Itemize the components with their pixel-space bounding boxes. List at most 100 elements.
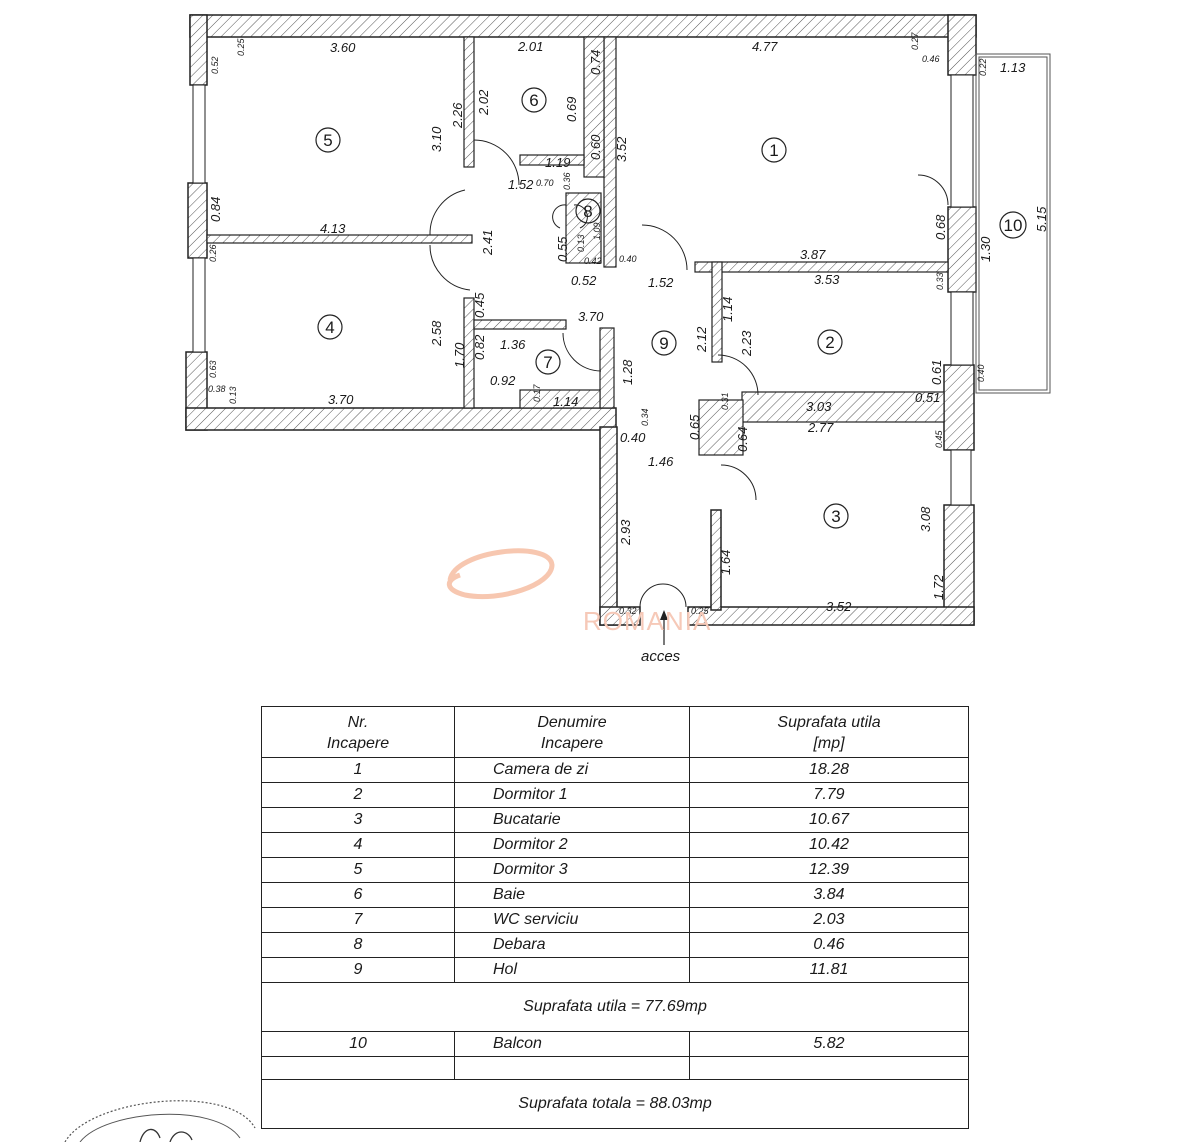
- dimension-label: 0.36: [562, 172, 572, 190]
- dimension-label: 3.53: [814, 272, 840, 287]
- dimension-label: 0.51: [915, 390, 940, 405]
- useful-total: Suprafata utila = 77.69mp: [261, 982, 969, 1032]
- dimension-label: 0.82: [472, 334, 487, 360]
- row-number: 6: [261, 882, 455, 908]
- floor-plan: 1 2 3 4 5 6 7 8 9 10 3.60 2.01 4.77 0.74…: [185, 14, 1051, 645]
- dimension-label: 0.38: [208, 384, 226, 394]
- room-number-4: 4: [325, 318, 334, 337]
- room-number-3: 3: [831, 507, 840, 526]
- row-area: 2.03: [689, 907, 969, 933]
- row-area: 11.81: [689, 957, 969, 983]
- interior-walls: [206, 36, 949, 456]
- room-number-2: 2: [825, 333, 834, 352]
- dimension-label: 0.25: [236, 37, 246, 56]
- row-area: 5.82: [689, 1031, 969, 1057]
- row-name: Balcon: [454, 1031, 690, 1057]
- dimension-label: 3.70: [578, 309, 604, 324]
- dimension-label: 0.68: [933, 214, 948, 240]
- dimension-label: 0.45: [472, 292, 487, 318]
- dimension-label: 1.19: [545, 155, 570, 170]
- row-name: Dormitor 3: [454, 857, 690, 883]
- dimension-label: 0.40: [619, 254, 637, 264]
- dimension-label: 1.14: [553, 394, 578, 409]
- dimension-label: 5.15: [1034, 206, 1049, 232]
- dimension-label: 0.45: [934, 429, 944, 448]
- dimension-label: 0.63: [208, 360, 218, 378]
- dimension-label: 2.41: [480, 230, 495, 256]
- dimension-label: 0.84: [208, 197, 223, 222]
- dimension-label: 2.58: [429, 320, 444, 347]
- dimension-label: 2.93: [618, 519, 633, 546]
- room-markers: [315, 87, 1027, 529]
- room-number-8: 8: [583, 202, 592, 221]
- room-number-10: 10: [1004, 216, 1023, 235]
- dimension-label: 0.65: [687, 414, 702, 440]
- dimension-label: 1.13: [1000, 60, 1026, 75]
- row-number: 2: [261, 782, 455, 808]
- dimension-label: 1.28: [620, 359, 635, 385]
- row-name: WC serviciu: [454, 907, 690, 933]
- dimension-label: 2.77: [807, 420, 834, 435]
- dimension-label: 0.52: [571, 273, 597, 288]
- row-area: 10.42: [689, 832, 969, 858]
- dimension-label: 3.87: [800, 247, 826, 262]
- dimension-label: 1.14: [720, 297, 735, 322]
- dimension-label: 0.46: [922, 54, 940, 64]
- dimension-label: 0.40: [620, 430, 646, 445]
- empty-row: [261, 1056, 969, 1080]
- dimension-label: 0.52: [210, 56, 220, 74]
- row-area: 10.67: [689, 807, 969, 833]
- useful-total-row: Suprafata utila = 77.69mp: [261, 982, 969, 1032]
- dimension-label: 3.03: [806, 399, 832, 414]
- access-label: acces: [641, 648, 681, 665]
- row-number: 3: [261, 807, 455, 833]
- row-name: Debara: [454, 932, 690, 958]
- dimension-labels: 3.60 2.01 4.77 0.74 0.69 0.60 2.02 2.26 …: [208, 39, 1049, 614]
- row-name: Baie: [454, 882, 690, 908]
- room-number-7: 7: [543, 353, 552, 372]
- dimension-label: 4.13: [320, 221, 346, 236]
- dimension-label: 1.70: [452, 342, 467, 368]
- dimension-label: 0.92: [490, 373, 516, 388]
- row-number: 4: [261, 832, 455, 858]
- row-area: 7.79: [689, 782, 969, 808]
- dimension-label: 0.61: [929, 360, 944, 385]
- room-number-5: 5: [323, 131, 332, 150]
- balcony: [975, 53, 1051, 394]
- dimension-label: 2.23: [739, 330, 754, 357]
- watermark-logo: [446, 548, 555, 600]
- row-number: 8: [261, 932, 455, 958]
- dimension-label: 1.09: [592, 222, 602, 240]
- row-name: Dormitor 2: [454, 832, 690, 858]
- row-area: 0.46: [689, 932, 969, 958]
- row-number: 10: [261, 1031, 455, 1057]
- dimension-label: 1.52: [508, 177, 534, 192]
- dimension-label: 1.36: [500, 337, 526, 352]
- dimension-label: 0.31: [720, 392, 730, 410]
- dimension-label: 0.33: [935, 272, 945, 290]
- door-swings: [429, 139, 949, 608]
- row-area: 18.28: [689, 757, 969, 783]
- dimension-label: 1.64: [718, 550, 733, 575]
- header-room-number: Nr.Incapere: [261, 706, 455, 758]
- row-area: 3.84: [689, 882, 969, 908]
- dimension-label: 2.12: [694, 326, 709, 353]
- dimension-label: 3.52: [826, 599, 852, 614]
- grand-total-row: Suprafata totala = 88.03mp: [261, 1079, 969, 1129]
- dimension-label: 2.02: [476, 89, 491, 116]
- dimension-label: 0.42: [584, 256, 602, 266]
- row-name: Dormitor 1: [454, 782, 690, 808]
- dimension-label: 0.26: [208, 244, 218, 262]
- dimension-label: 0.64: [735, 427, 750, 452]
- dimension-label: 0.27: [910, 31, 920, 50]
- dimension-label: 3.52: [614, 136, 629, 162]
- dimension-label: 0.13: [576, 234, 586, 252]
